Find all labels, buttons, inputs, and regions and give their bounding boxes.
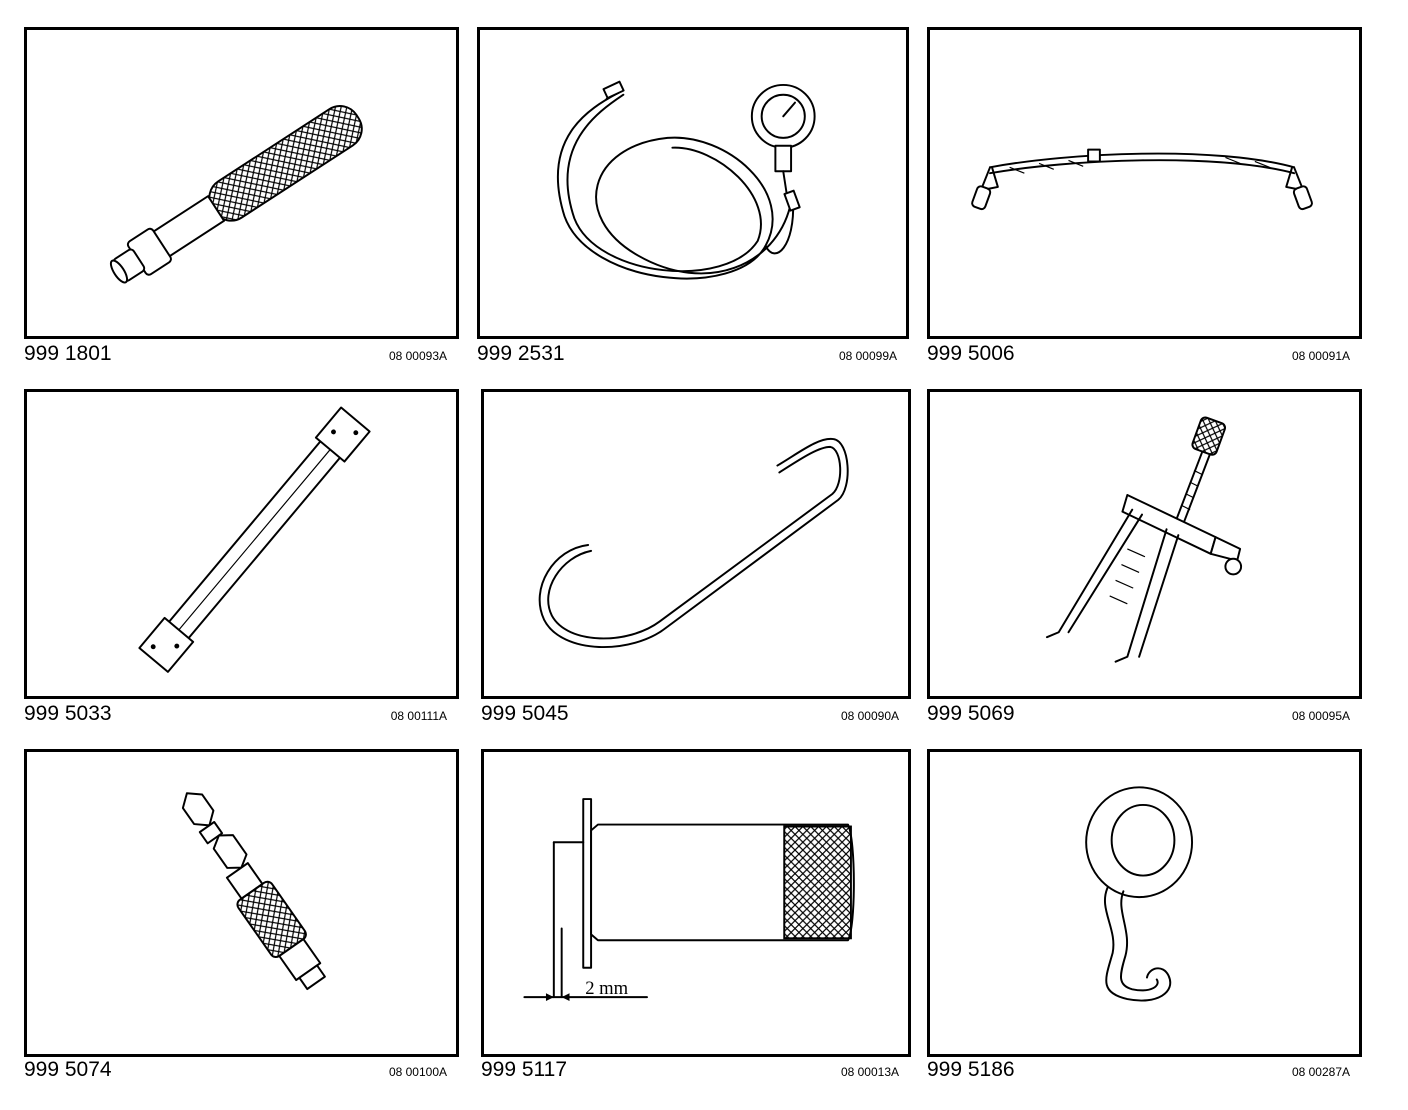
- hose-adapter-icon: [181, 792, 326, 991]
- tool-cell: 999 5045 08 00090A: [481, 389, 911, 734]
- part-number: 999 5069: [927, 702, 1015, 725]
- part-number: 999 5006: [927, 342, 1015, 365]
- tool-frame: [24, 27, 459, 339]
- part-number: 999 5186: [927, 1058, 1015, 1081]
- tool-cell: 999 1801 08 00093A: [24, 27, 459, 372]
- figure-code: 08 00099A: [838, 349, 897, 363]
- figure-code: 08 00090A: [840, 709, 899, 723]
- figure-code: 08 00093A: [388, 349, 447, 363]
- part-number: 999 5074: [24, 1058, 112, 1081]
- pressure-gauge-hose-icon: [556, 80, 816, 280]
- two-jaw-puller-icon: [1045, 416, 1243, 663]
- part-number: 999 1801: [24, 342, 112, 365]
- tool-frame: 2 mm: [481, 749, 911, 1057]
- tool-cell: 999 5186 08 00287A: [927, 749, 1362, 1094]
- part-number: 999 5117: [481, 1058, 568, 1081]
- knurled-sleeve-icon: 2 mm: [523, 798, 855, 1002]
- tool-cell: 999 5074 08 00100A: [24, 749, 459, 1094]
- part-number: 999 5045: [481, 702, 569, 725]
- tool-frame: [24, 749, 459, 1057]
- flat-bracket-icon: [138, 406, 371, 673]
- tool-cell: 999 5006 08 00091A: [927, 27, 1362, 372]
- wire-hook-icon: [538, 438, 849, 649]
- s-hook-icon: [1085, 786, 1194, 1002]
- figure-code: 08 00091A: [1291, 349, 1350, 363]
- tool-frame: [481, 389, 911, 699]
- figure-code: 08 00013A: [840, 1065, 899, 1079]
- dimension-label: 2 mm: [585, 978, 628, 999]
- tool-frame: [477, 27, 909, 339]
- tool-cell: 999 5033 08 00111A: [24, 389, 459, 734]
- figure-code: 08 00100A: [388, 1065, 447, 1079]
- tool-cell: 999 2531 08 00099A: [477, 27, 909, 372]
- handle-tool-icon: [109, 105, 363, 284]
- tool-cell: 2 mm 999 5117 08 00013A: [481, 749, 911, 1094]
- tool-frame: [927, 749, 1362, 1057]
- tool-cell: 999 5069 08 00095A: [927, 389, 1362, 734]
- tool-frame: [927, 389, 1362, 699]
- figure-code: 08 00095A: [1291, 709, 1350, 723]
- cable-tool-icon: [971, 148, 1313, 211]
- tool-frame: [927, 27, 1362, 339]
- tool-frame: [24, 389, 459, 699]
- figure-code: 08 00287A: [1291, 1065, 1350, 1079]
- part-number: 999 5033: [24, 702, 112, 725]
- part-number: 999 2531: [477, 342, 565, 365]
- figure-code: 08 00111A: [390, 709, 447, 723]
